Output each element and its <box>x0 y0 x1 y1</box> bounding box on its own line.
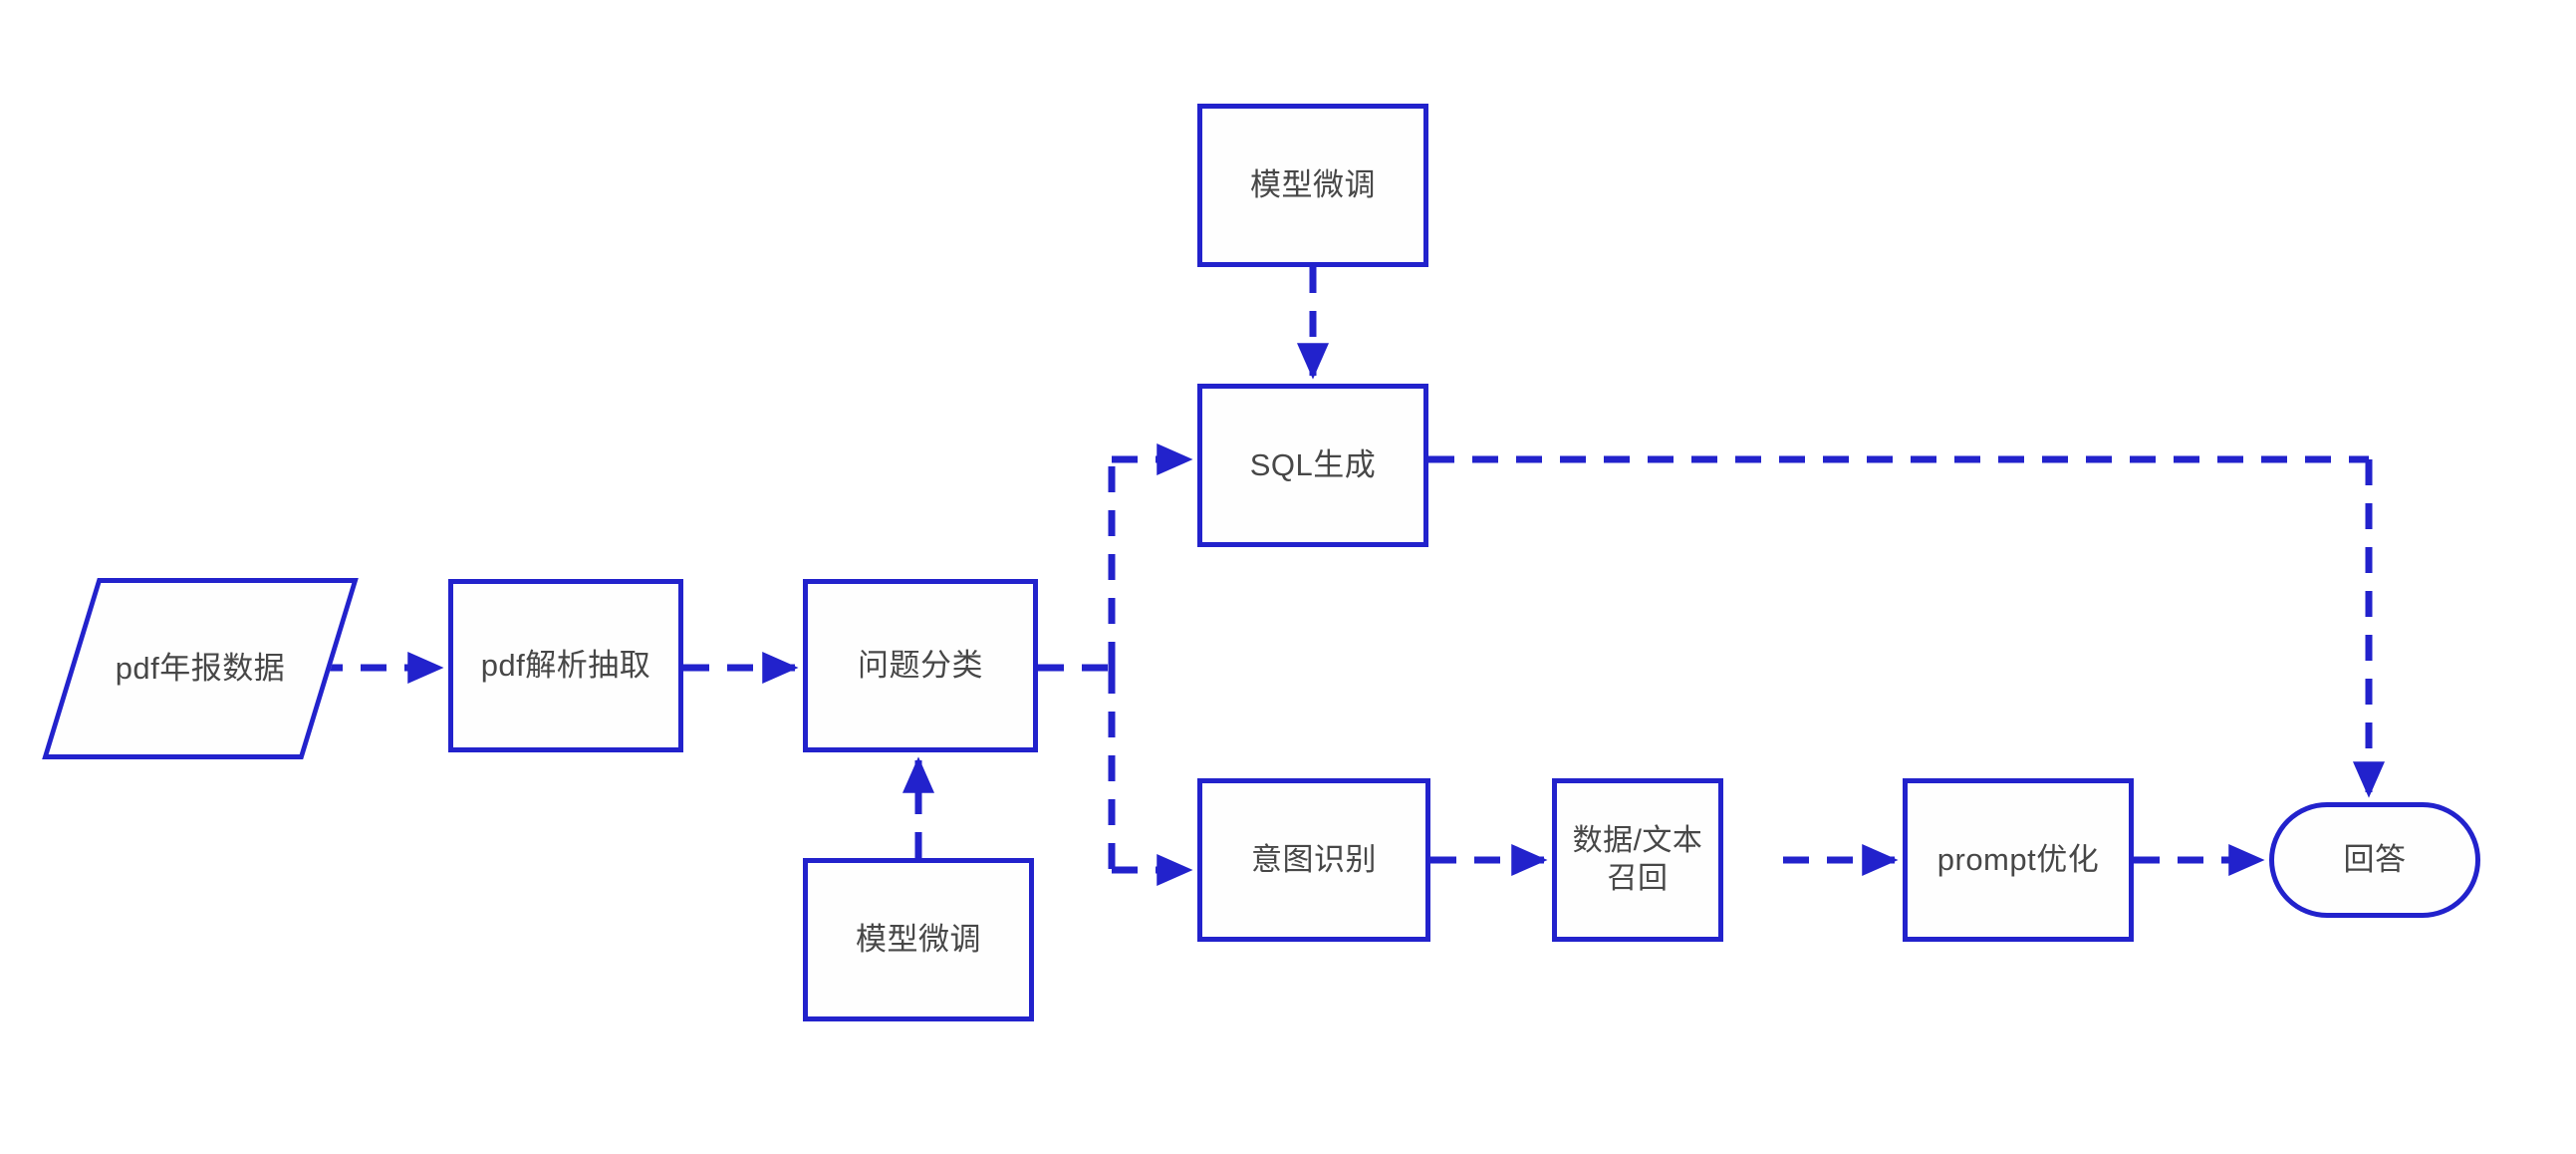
node-question-classification[interactable]: 问题分类 <box>803 579 1038 752</box>
node-pdf-annual-report-data[interactable]: pdf年报数据 <box>42 578 359 759</box>
node-intent-recognition[interactable]: 意图识别 <box>1197 778 1430 942</box>
node-model-finetune-bottom[interactable]: 模型微调 <box>803 858 1034 1021</box>
node-label: pdf年报数据 <box>115 651 286 687</box>
node-label: 问题分类 <box>858 648 983 684</box>
node-label: prompt优化 <box>1936 842 2100 878</box>
node-label: pdf解析抽取 <box>480 648 651 684</box>
node-label: 模型微调 <box>856 922 981 958</box>
node-prompt-optimization[interactable]: prompt优化 <box>1903 778 2134 942</box>
edge-question-classify-branch <box>1038 459 1116 870</box>
node-label: 模型微调 <box>1250 167 1376 203</box>
node-label: 回答 <box>2343 842 2407 878</box>
node-answer[interactable]: 回答 <box>2269 802 2480 918</box>
node-sql-generation[interactable]: SQL生成 <box>1197 384 1428 547</box>
node-data-text-recall[interactable]: 数据/文本召回 <box>1552 778 1723 942</box>
edge-sql-gen-to-answer <box>1428 455 2386 798</box>
node-label: 数据/文本召回 <box>1572 823 1703 895</box>
node-pdf-parse-extract[interactable]: pdf解析抽取 <box>448 579 683 752</box>
node-label: SQL生成 <box>1249 447 1377 483</box>
node-label: 意图识别 <box>1251 842 1377 878</box>
node-model-finetune-top[interactable]: 模型微调 <box>1197 104 1428 267</box>
